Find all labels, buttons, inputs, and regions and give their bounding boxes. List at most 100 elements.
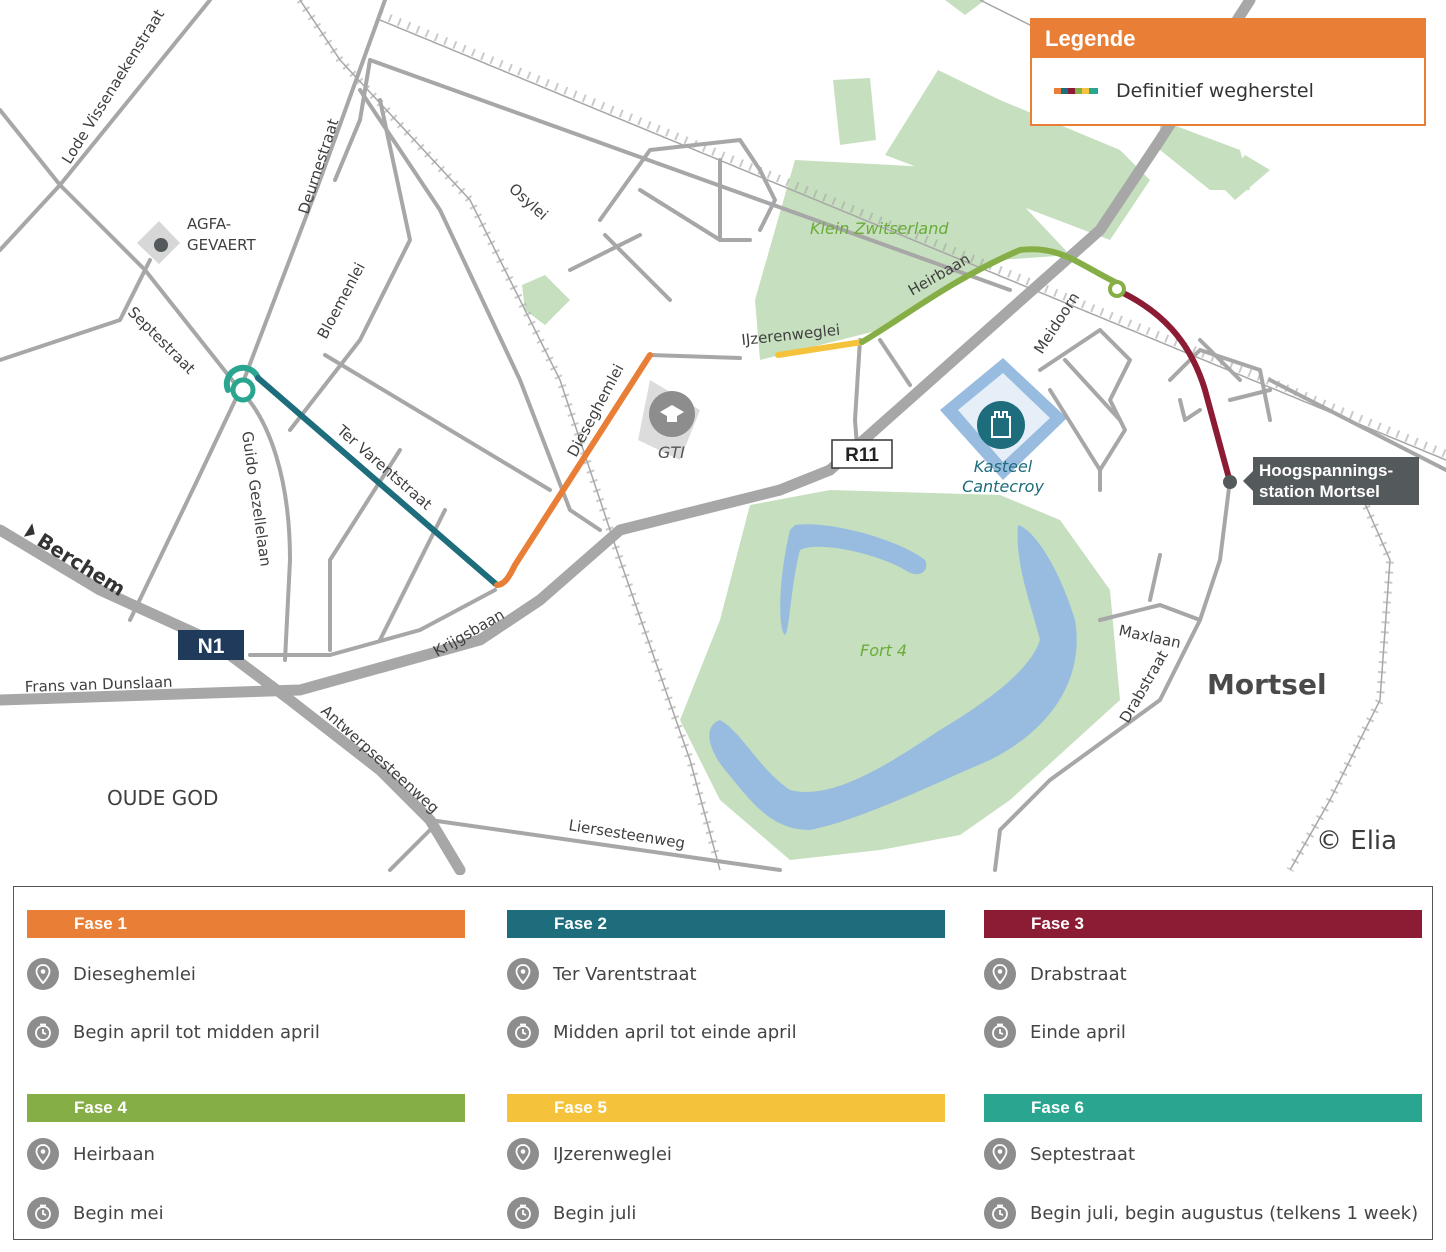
phase-6-bar: Fase 6 <box>984 1094 1422 1122</box>
phase-4-street: Heirbaan <box>73 1143 155 1165</box>
route-fase-3 <box>1114 287 1233 485</box>
svg-text:R11: R11 <box>845 445 879 466</box>
phase-4: Fase 4 Heirbaan Begin mei <box>27 1094 465 1229</box>
map[interactable]: R11 N1 Lode Vissenaekenstraat Deurnestra… <box>0 0 1446 875</box>
phase-5-street: IJzerenweglei <box>553 1143 672 1165</box>
station-label-line1: Hoogspannings- <box>1259 461 1394 480</box>
location-pin-icon <box>507 1138 539 1170</box>
legend-item: Definitief wegherstel <box>1032 58 1424 124</box>
svg-text:Ter Varentstraat: Ter Varentstraat <box>333 421 436 514</box>
svg-text:Frans van Dunslaan: Frans van Dunslaan <box>25 673 173 696</box>
phase-3-street: Drabstraat <box>1030 963 1127 985</box>
clock-icon <box>27 1016 59 1048</box>
minor-roads <box>0 0 1446 872</box>
legend-swatch <box>1054 88 1098 94</box>
legend-title: Legende <box>1032 20 1424 58</box>
svg-text:GEVAERT: GEVAERT <box>187 236 256 254</box>
phase-3-location: Drabstraat <box>984 958 1127 990</box>
phase-4-location: Heirbaan <box>27 1138 155 1170</box>
station-marker[interactable] <box>1223 475 1237 489</box>
phase-5-location: IJzerenweglei <box>507 1138 672 1170</box>
phase-6-street: Septestraat <box>1030 1143 1136 1165</box>
phase-6: Fase 6 Septestraat Begin juli, begin aug… <box>984 1094 1422 1229</box>
phase-5-period: Begin juli <box>507 1197 636 1229</box>
route-fase-5 <box>775 339 865 358</box>
svg-text:Deurnestraat: Deurnestraat <box>295 116 343 216</box>
route-fase-4 <box>859 246 1120 345</box>
map-legend: Legende Definitief wegherstel <box>1030 18 1426 126</box>
phase-1: Fase 1 Dieseghemlei Begin april tot midd… <box>27 910 465 1048</box>
phase-3-period-text: Einde april <box>1030 1021 1126 1043</box>
location-pin-icon <box>27 1138 59 1170</box>
svg-text:OUDE GOD: OUDE GOD <box>107 786 218 810</box>
r11-badge: R11 <box>831 439 893 469</box>
svg-text:GTI: GTI <box>658 443 685 462</box>
phase-3-period: Einde april <box>984 1016 1126 1048</box>
phase-4-period: Begin mei <box>27 1197 164 1229</box>
svg-text:Maxlaan: Maxlaan <box>1117 621 1182 652</box>
svg-text:AGFA-: AGFA- <box>187 215 231 233</box>
route-fase-6 <box>223 364 261 393</box>
phase-2-bar: Fase 2 <box>507 910 945 938</box>
clock-icon <box>507 1016 539 1048</box>
phase-6-period: Begin juli, begin augustus (telkens 1 we… <box>984 1197 1418 1229</box>
route-fase-1 <box>494 352 653 588</box>
phase-1-bar: Fase 1 <box>27 910 465 938</box>
location-pin-icon <box>984 958 1016 990</box>
phase-1-period: Begin april tot midden april <box>27 1016 320 1048</box>
clock-icon <box>507 1197 539 1229</box>
svg-text:Kasteel: Kasteel <box>974 457 1033 476</box>
phase-1-location: Dieseghemlei <box>27 958 196 990</box>
phase-2-period: Midden april tot einde april <box>507 1016 797 1048</box>
phase-6-location: Septestraat <box>984 1138 1135 1170</box>
svg-text:Guido Gezellelaan: Guido Gezellelaan <box>238 430 275 568</box>
phase-2: Fase 2 Ter Varentstraat Midden april tot… <box>507 910 945 1048</box>
phase-2-period-text: Midden april tot einde april <box>553 1021 797 1043</box>
svg-text:Septestraat: Septestraat <box>124 303 199 378</box>
svg-text:Bloemenlei: Bloemenlei <box>314 259 369 341</box>
svg-text:Antwerpsesteenweg: Antwerpsesteenweg <box>317 702 442 817</box>
location-pin-icon <box>27 958 59 990</box>
phase-1-street: Dieseghemlei <box>73 963 196 985</box>
major-roads <box>0 0 1256 875</box>
phases-panel: Fase 1 Dieseghemlei Begin april tot midd… <box>13 886 1433 1240</box>
clock-icon <box>984 1016 1016 1048</box>
castle-icon <box>977 401 1025 449</box>
railways <box>299 0 1446 871</box>
agfa-marker <box>137 221 180 264</box>
clock-icon <box>984 1197 1016 1229</box>
copyright: © Elia <box>1316 826 1398 856</box>
phase-2-street: Ter Varentstraat <box>553 963 697 985</box>
phase-5-bar: Fase 5 <box>507 1094 945 1122</box>
phase-5-period-text: Begin juli <box>553 1202 637 1224</box>
svg-text:Mortsel: Mortsel <box>1207 668 1327 701</box>
phase-routes <box>223 246 1233 588</box>
location-pin-icon <box>507 958 539 990</box>
n1-badge: N1 <box>178 630 244 660</box>
park-areas <box>522 0 1270 860</box>
svg-text:Lode Vissenaekenstraat: Lode Vissenaekenstraat <box>58 6 168 167</box>
station-label-line2: station Mortsel <box>1259 482 1380 501</box>
svg-text:Klein Zwitserland: Klein Zwitserland <box>810 219 949 238</box>
station-label: Hoogspannings- station Mortsel <box>1243 457 1419 505</box>
fort-moat <box>709 524 1077 830</box>
clock-icon <box>27 1197 59 1229</box>
legend-item-label: Definitief wegherstel <box>1116 80 1314 102</box>
phase-4-bar: Fase 4 <box>27 1094 465 1122</box>
svg-text:N1: N1 <box>198 635 225 658</box>
phase-3: Fase 3 Drabstraat Einde april <box>984 910 1422 1048</box>
svg-text:Fort 4: Fort 4 <box>860 641 907 660</box>
route-fase-2 <box>255 375 500 588</box>
phase-4-period-text: Begin mei <box>73 1202 164 1224</box>
location-pin-icon <box>984 1138 1016 1170</box>
phase-3-bar: Fase 3 <box>984 910 1422 938</box>
phase-2-location: Ter Varentstraat <box>507 958 697 990</box>
phase-5: Fase 5 IJzerenweglei Begin juli <box>507 1094 945 1229</box>
svg-text:Cantecroy: Cantecroy <box>962 477 1044 496</box>
place-labels: AGFA- GEVAERT GTI Klein Zwitserland Kast… <box>107 215 1327 810</box>
roundabout-septestraat <box>230 377 256 403</box>
phase-1-period-text: Begin april tot midden april <box>73 1021 320 1043</box>
gti-marker <box>638 380 700 460</box>
roundabout-heirbaan <box>1108 280 1126 298</box>
svg-text:Osylei: Osylei <box>505 180 551 224</box>
